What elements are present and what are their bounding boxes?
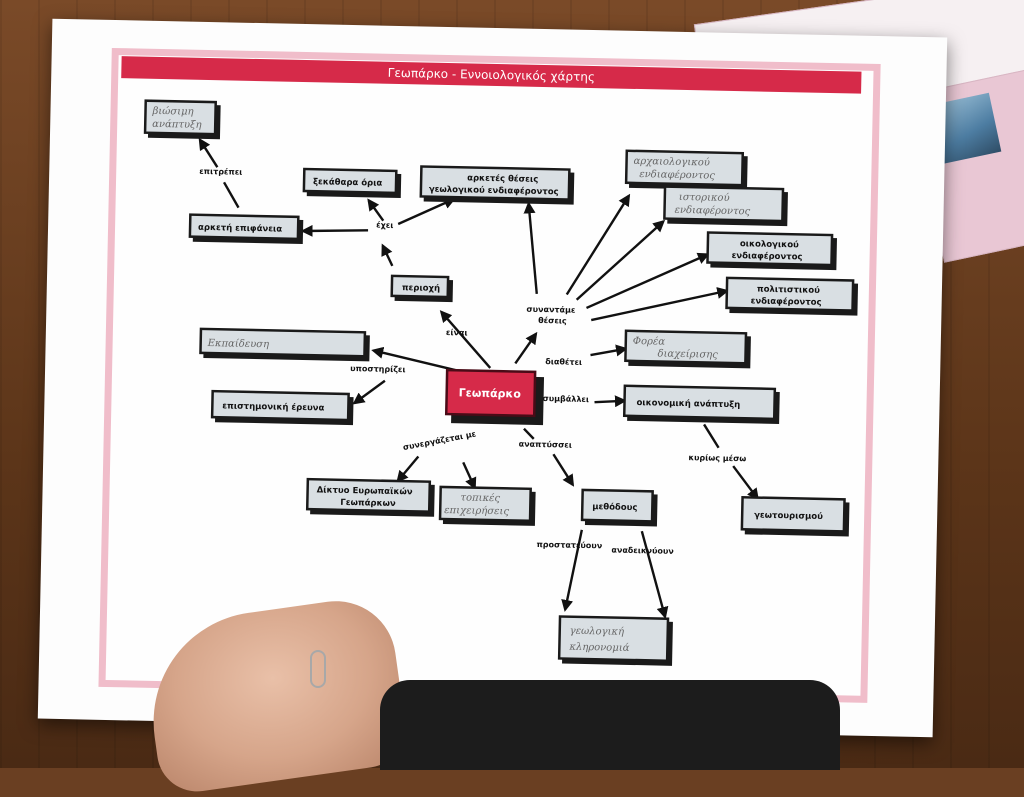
svg-text:ενδιαφέροντος: ενδιαφέροντος — [674, 205, 750, 218]
label-kyrios-meso: κυρίως μέσω — [688, 452, 746, 463]
svg-text:γεωλογική: γεωλογική — [570, 626, 625, 638]
arrow-symvallei — [594, 395, 627, 408]
label-anaptyssei: αναπτύσσει — [519, 440, 572, 450]
label-symvallei: συμβάλλει — [542, 394, 589, 404]
arrow-epitrepei-viosimi — [198, 137, 219, 168]
label-einai: είναι — [446, 327, 468, 337]
arrow-synantame-istorikou — [575, 219, 666, 301]
node-ekpaidefsi: Εκπαίδευση — [199, 327, 370, 362]
arrow-synergazetai-diktyo — [396, 455, 420, 483]
node-geologiki-klironomia: γεωλογική κληρονομιά — [557, 615, 673, 666]
arrow-echei-oria — [367, 198, 385, 222]
svg-text:Γεωπάρκων: Γεωπάρκων — [340, 498, 396, 509]
svg-text:ξεκάθαρα όρια: ξεκάθαρα όρια — [313, 176, 383, 188]
arrow-einai — [439, 310, 492, 369]
arrow-synantame-theseis — [523, 201, 538, 295]
concept-map-poster: Γεωπάρκο - Εννοιολογικός χάρτης — [37, 18, 948, 738]
svg-text:ενδιαφέροντος: ενδιαφέροντος — [751, 295, 822, 307]
label-epitrepei: επιτρέπει — [199, 166, 242, 177]
svg-text:πολιτιστικού: πολιτιστικού — [757, 285, 820, 296]
dark-clothing — [380, 680, 840, 770]
label-echei: έχει — [376, 220, 393, 230]
arrow-synantame-oikologikou — [586, 252, 710, 310]
label-diathetei: διαθέτει — [545, 356, 582, 367]
svg-text:γεωτουρισμού: γεωτουρισμού — [754, 511, 823, 522]
arrow-echei-epifaneia — [300, 224, 369, 237]
node-oikologikou: οικολογικού ενδιαφέροντος — [706, 231, 838, 271]
arrow-center-ypostirizei — [371, 346, 466, 374]
node-periochi: περιοχή — [390, 274, 454, 303]
svg-text:οικολογικού: οικολογικού — [740, 239, 799, 250]
svg-text:περιοχή: περιοχή — [402, 283, 440, 294]
node-istorikou: ιστορικού ενδιαφέροντος — [663, 185, 788, 227]
arrow-kyrios-geotourismou — [732, 465, 759, 501]
label-synantame-1: συναντάμε — [526, 305, 575, 315]
svg-text:βιώσιμη: βιώσιμη — [151, 106, 193, 118]
arrows — [198, 137, 759, 619]
node-oikonomiki-anaptyxi: οικονομική ανάπτυξη — [622, 384, 780, 425]
svg-text:διαχείρισης: διαχείρισης — [657, 348, 718, 360]
label-anadeiknyoun: αναδεικνύουν — [611, 546, 674, 556]
svg-text:Γεωπάρκο: Γεωπάρκο — [459, 386, 522, 400]
node-viosimi-anaptyxi: βιώσιμη ανάπτυξη — [143, 99, 221, 140]
arrow-synergazetai-topikes — [462, 461, 477, 490]
arrow-synantame-archaiologikou — [565, 193, 631, 296]
ring — [310, 650, 326, 688]
node-epistimoniki-erevna: επιστημονική έρευνα — [210, 389, 354, 426]
arrow-anadeiknyoun — [640, 530, 669, 619]
svg-text:ανάπτυξη: ανάπτυξη — [152, 119, 202, 131]
svg-text:οικονομική ανάπτυξη: οικονομική ανάπτυξη — [636, 398, 740, 410]
svg-text:ενδιαφέροντος: ενδιαφέροντος — [732, 250, 803, 262]
svg-text:ιστορικού: ιστορικού — [679, 192, 730, 204]
node-geotourismou: γεωτουρισμού — [740, 495, 850, 537]
arrow-center-anaptyssei — [523, 427, 535, 440]
node-methodous: μεθόδους — [580, 488, 658, 527]
label-synantame-2: θέσεις — [538, 315, 567, 326]
arrow-diathetei — [590, 344, 629, 357]
arrow-synantame-politistikou — [590, 287, 730, 322]
node-arketes-theseis: αρκετές θέσεις γεωλογικού ενδιαφέροντος — [419, 165, 575, 205]
svg-text:γεωλογικού ενδιαφέροντος: γεωλογικού ενδιαφέροντος — [429, 184, 559, 198]
svg-text:αρχαιολογικού: αρχαιολογικού — [633, 156, 710, 169]
svg-text:Εκπαίδευση: Εκπαίδευση — [207, 338, 270, 350]
node-politistikou: πολιτιστικού ενδιαφέροντος — [725, 276, 859, 316]
arrow-epifaneia-epitrepei — [222, 181, 240, 209]
svg-text:ενδιαφέροντος: ενδιαφέροντος — [639, 169, 715, 182]
arrow-oikonomiki-kyrios — [703, 423, 720, 449]
node-xekathara-oria: ξεκάθαρα όρια — [302, 167, 402, 199]
label-synergazetai: συνεργάζεται με — [402, 429, 477, 452]
arrow-center-synantame — [514, 331, 538, 365]
svg-text:επιστημονική έρευνα: επιστημονική έρευνα — [222, 400, 324, 413]
label-prostatevoun: προστατεύουν — [536, 540, 602, 550]
node-archaiologikou: αρχαιολογικού ενδιαφέροντος — [624, 149, 748, 191]
svg-text:μεθόδους: μεθόδους — [592, 501, 637, 513]
arrow-periochi-echei — [381, 243, 394, 267]
node-diktyo-geoparkon: Δίκτυο Ευρωπαϊκών Γεωπάρκων — [305, 477, 435, 517]
node-arketi-epifaneia: αρκετή επιφάνεια — [188, 213, 304, 244]
node-topikes-epicheiriseis: τοπικές επιχειρήσεις — [438, 485, 536, 526]
svg-text:επιχειρήσεις: επιχειρήσεις — [444, 505, 509, 517]
arrow-echei-theseis — [397, 197, 456, 226]
svg-text:τοπικές: τοπικές — [460, 492, 500, 504]
concept-map-diagram: είναι έχει επιτρέπει συναντάμε θέσεις δι… — [143, 99, 859, 666]
arrow-ypostirizei-erevna — [352, 379, 386, 405]
arrow-anaptyssei-methodous — [552, 453, 575, 487]
node-foreas: Φορέα διαχείρισης — [624, 329, 751, 369]
svg-text:αρκετές θέσεις: αρκετές θέσεις — [467, 172, 538, 184]
svg-text:κληρονομιά: κληρονομιά — [568, 642, 630, 654]
label-ypostirizei: υποστηρίζει — [350, 363, 406, 374]
arrow-prostatevoun — [561, 529, 584, 612]
svg-text:Φορέα: Φορέα — [633, 336, 666, 348]
node-geoparko: Γεωπάρκο — [444, 368, 545, 426]
svg-text:Δίκτυο Ευρωπαϊκών: Δίκτυο Ευρωπαϊκών — [317, 484, 413, 497]
svg-text:αρκετή επιφάνεια: αρκετή επιφάνεια — [198, 223, 282, 235]
